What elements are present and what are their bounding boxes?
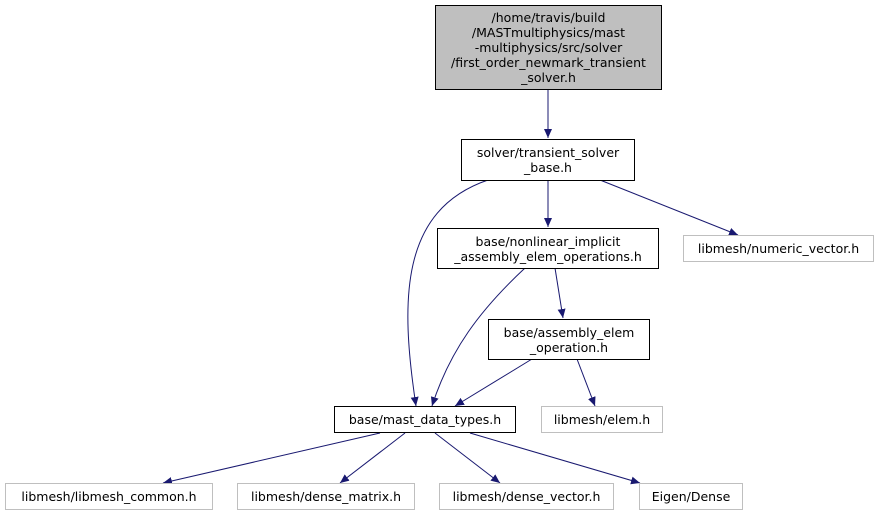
- node-label: libmesh/numeric_vector.h: [697, 241, 860, 256]
- node-label: /home/travis/build /MASTmultiphysics/mas…: [451, 10, 646, 85]
- node-libmesh-libmesh-common[interactable]: libmesh/libmesh_common.h: [5, 483, 213, 510]
- edge-transient-solver-base-to-numeric-vector: [599, 179, 739, 236]
- edge-nonlinear-implicit-to-assembly-elem-operation: [554, 267, 566, 319]
- node-label: base/assembly_elem _operation.h: [503, 324, 635, 355]
- node-label: libmesh/dense_matrix.h: [250, 489, 402, 504]
- edge-assembly-elem-operation-to-mast-data-types: [454, 358, 533, 407]
- node-nonlinear-implicit-assembly-elem-operations[interactable]: base/nonlinear_implicit _assembly_elem_o…: [437, 228, 659, 269]
- node-libmesh-dense-matrix[interactable]: libmesh/dense_matrix.h: [237, 483, 415, 510]
- node-transient-solver-base[interactable]: solver/transient_solver _base.h: [461, 139, 635, 181]
- node-label: base/mast_data_types.h: [348, 412, 502, 427]
- edge-nonlinear-implicit-to-mast-data-types: [430, 267, 526, 407]
- node-eigen-dense[interactable]: Eigen/Dense: [639, 483, 743, 510]
- node-label: Eigen/Dense: [651, 489, 731, 504]
- edge-mast-data-types-to-eigen-dense: [469, 432, 641, 485]
- node-label: base/nonlinear_implicit _assembly_elem_o…: [454, 233, 642, 264]
- node-libmesh-numeric-vector[interactable]: libmesh/numeric_vector.h: [683, 235, 874, 262]
- node-libmesh-dense-vector[interactable]: libmesh/dense_vector.h: [439, 483, 614, 510]
- edge-mast-data-types-to-libmesh-common: [162, 432, 381, 485]
- node-mast-data-types[interactable]: base/mast_data_types.h: [334, 406, 516, 433]
- edge-assembly-elem-operation-to-elem: [576, 358, 596, 407]
- node-root-first-order-newmark-transient-solver[interactable]: /home/travis/build /MASTmultiphysics/mas…: [435, 5, 662, 90]
- edge-mast-data-types-to-dense-vector: [434, 432, 501, 484]
- node-label: libmesh/libmesh_common.h: [21, 489, 197, 504]
- node-libmesh-elem[interactable]: libmesh/elem.h: [541, 406, 663, 433]
- node-assembly-elem-operation[interactable]: base/assembly_elem _operation.h: [488, 319, 650, 360]
- edge-mast-data-types-to-dense-matrix: [339, 432, 406, 484]
- node-label: solver/transient_solver _base.h: [476, 145, 620, 175]
- node-label: libmesh/elem.h: [553, 412, 651, 427]
- edge-transient-solver-base-to-mast-data-types: [407, 179, 489, 407]
- node-label: libmesh/dense_vector.h: [452, 489, 601, 504]
